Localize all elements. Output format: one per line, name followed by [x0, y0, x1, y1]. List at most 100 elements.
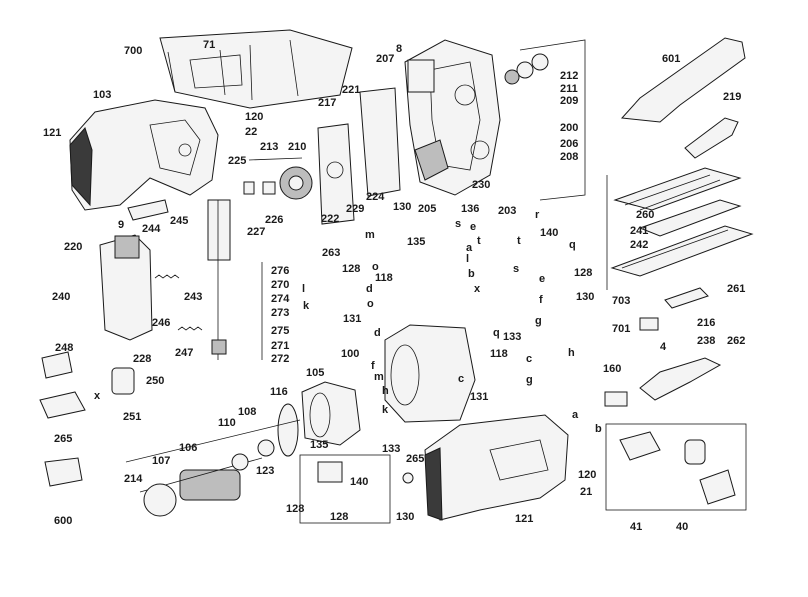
- terminal-block: [317, 461, 343, 483]
- part-label-40: 40: [676, 521, 688, 533]
- part-label-275: 275: [271, 325, 289, 337]
- power-cable: [639, 357, 722, 401]
- part-label-225: 225: [228, 155, 246, 167]
- part-label-244: 244: [142, 223, 161, 235]
- part-label-116: 116: [270, 386, 288, 398]
- part-label-103: 103: [93, 89, 111, 101]
- part-label-t2: t: [517, 235, 521, 247]
- part-label-e1: e: [470, 221, 476, 233]
- part-label-41: 41: [630, 521, 642, 533]
- part-label-263: 263: [322, 247, 340, 259]
- part-label-130a: 130: [393, 201, 411, 213]
- part-label-229: 229: [346, 203, 364, 215]
- part-label-265b: 265: [406, 453, 424, 465]
- part-label-b2: b: [595, 423, 602, 435]
- label-sticker: [127, 199, 169, 221]
- ring-212: [531, 53, 549, 71]
- part-label-272: 272: [271, 353, 289, 365]
- part-label-71: 71: [203, 39, 215, 51]
- part-label-130b: 130: [576, 291, 594, 303]
- part-label-274: 274: [271, 293, 290, 305]
- part-label-216: 216: [697, 317, 715, 329]
- part-label-f1: f: [539, 294, 543, 306]
- part-label-105: 105: [306, 367, 324, 379]
- part-label-701: 701: [612, 323, 630, 335]
- part-label-118a: 118: [375, 272, 393, 284]
- part-label-203: 203: [498, 205, 516, 217]
- part-label-q2: q: [493, 327, 500, 339]
- part-label-245: 245: [170, 215, 188, 227]
- carrying-case: [159, 29, 353, 109]
- part-label-224: 224: [366, 191, 385, 203]
- part-label-136: 136: [461, 203, 479, 215]
- part-label-135b: 135: [310, 439, 328, 451]
- part-label-265a: 265: [54, 433, 72, 445]
- part-label-c2: c: [458, 373, 464, 385]
- part-label-128d: 128: [330, 511, 348, 523]
- part-label-x1: x: [474, 283, 481, 295]
- part-label-135a: 135: [407, 236, 425, 248]
- part-label-118b: 118: [490, 348, 508, 360]
- part-label-121a: 121: [43, 127, 61, 139]
- part-label-128b: 128: [574, 267, 592, 279]
- part-label-248: 248: [55, 342, 73, 354]
- bushing: [243, 181, 255, 195]
- part-label-128a: 128: [342, 263, 360, 275]
- part-label-131b: 131: [470, 391, 488, 403]
- clamp-261: [664, 287, 709, 309]
- wiring-diagram-box: [299, 454, 391, 524]
- part-label-d2: d: [374, 327, 381, 339]
- part-label-230: 230: [472, 179, 490, 191]
- part-label-219: 219: [723, 91, 741, 103]
- part-label-222: 222: [321, 213, 339, 225]
- bearing: [262, 181, 276, 195]
- part-label-a2: a: [572, 409, 579, 421]
- part-label-110: 110: [218, 417, 236, 429]
- part-label-h2: h: [382, 385, 389, 397]
- guide-265: [39, 391, 86, 419]
- armature-group-bracket: [125, 419, 301, 463]
- part-label-270: 270: [271, 279, 289, 291]
- part-label-217: 217: [318, 97, 336, 109]
- part-label-o1: o: [372, 261, 379, 273]
- part-label-214: 214: [124, 473, 143, 485]
- part-label-a1: a: [466, 242, 473, 254]
- switch-group-box: [605, 423, 747, 511]
- part-label-227: 227: [247, 226, 265, 238]
- part-label-100: 100: [341, 348, 359, 360]
- part-label-131a: 131: [343, 313, 361, 325]
- part-label-260: 260: [636, 209, 654, 221]
- part-label-228: 228: [133, 353, 151, 365]
- part-label-121b: 121: [515, 513, 533, 525]
- part-label-211: 211: [560, 83, 578, 95]
- part-label-221: 221: [342, 84, 360, 96]
- part-label-k2: k: [382, 404, 389, 416]
- gearbox-group-bracket: [519, 39, 586, 201]
- gear-plate: [317, 123, 355, 225]
- part-label-e2: e: [539, 273, 545, 285]
- part-label-601: 601: [662, 53, 680, 65]
- part-label-s1: s: [455, 218, 461, 230]
- part-label-700: 700: [124, 45, 142, 57]
- part-label-120b: 120: [578, 469, 596, 481]
- part-label-247: 247: [175, 347, 193, 359]
- part-label-276: 276: [271, 265, 289, 277]
- spring-246: [154, 274, 180, 279]
- bracket-248: [41, 351, 73, 379]
- part-label-133b: 133: [382, 443, 400, 455]
- plunger-guide: [207, 199, 231, 261]
- part-label-262: 262: [727, 335, 745, 347]
- gear-group-bracket: [248, 157, 303, 161]
- part-label-160: 160: [603, 363, 621, 375]
- part-label-243: 243: [184, 291, 202, 303]
- switch-part: [619, 431, 661, 461]
- part-label-238: 238: [697, 335, 715, 347]
- gasket: [359, 87, 401, 197]
- bearing-123: [257, 439, 275, 457]
- part-label-108: 108: [238, 406, 256, 418]
- part-label-107: 107: [152, 455, 170, 467]
- part-label-240: 240: [52, 291, 70, 303]
- part-label-207: 207: [376, 53, 394, 65]
